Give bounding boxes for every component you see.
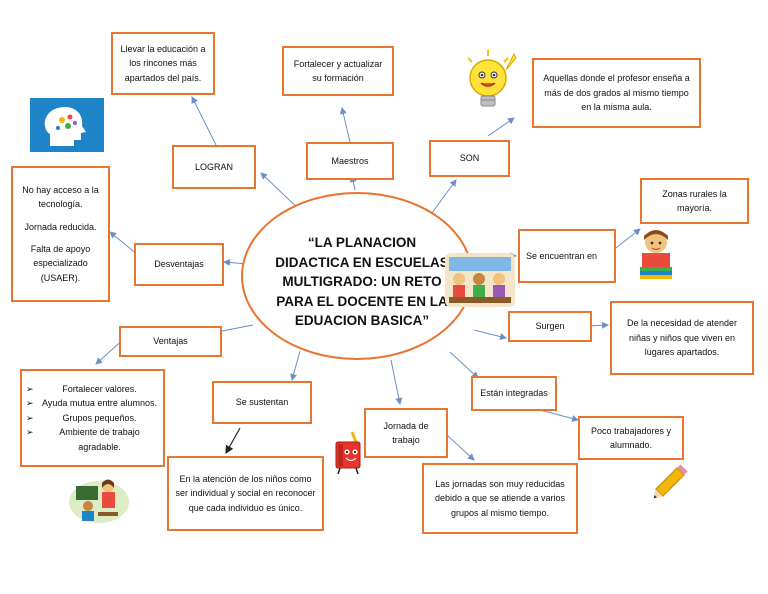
node-son-label: SON [459,153,480,164]
node-logran-label: LOGRAN [194,161,233,172]
desventajas-item: Jornada reducida. [24,221,97,232]
node-ventajas-detail: Fortalecer valores. Ayuda mutua entre al… [20,369,165,467]
node-integradas: Están integradas [471,376,557,411]
node-sustentan: Se sustentan [212,381,312,424]
head-gears-icon [30,98,104,152]
node-jornada-detail-text: Las jornadas son muy reducidas debido a … [434,478,566,518]
node-encuentran-label: Se encuentran en [526,250,598,261]
node-sustentan-detail: En la atención de los niños como ser ind… [167,456,324,531]
node-desventajas: Desventajas [134,243,224,286]
desventajas-item: Falta de apoyo especializado (USAER). [30,244,91,283]
central-topic-ellipse [241,192,473,360]
ventajas-item: Ayuda mutua entre alumnos. [26,396,157,411]
node-jornada-detail: Las jornadas son muy reducidas debido a … [422,463,578,534]
node-logran: LOGRAN [172,145,256,189]
pencil-icon [653,464,688,499]
node-maestros-label: Maestros [331,155,369,166]
teacher-student-icon [69,479,129,523]
node-desventajas-label: Desventajas [154,259,204,270]
node-ventajas-label: Ventajas [153,336,188,347]
node-surgen-detail: De la necesidad de atender niñas y niños… [610,301,754,375]
node-sustentan-label: Se sustentan [235,397,289,408]
node-sustentan-detail-text: En la atención de los niños como ser ind… [175,473,316,513]
central-topic-title: “LA PLANACION DIDACTICA EN ESCUELAS MULT… [275,235,449,329]
node-surgen: Surgen [508,311,592,342]
lightbulb-icon [467,50,517,107]
node-jornada: Jornada de trabajo [364,408,448,458]
node-ventajas: Ventajas [119,326,222,357]
node-maestros: Maestros [306,142,394,180]
node-son-detail: Aquellas donde el profesor enseña a más … [532,58,701,128]
node-logran-detail-text: Llevar la educación a los rincones más a… [120,43,206,83]
node-encuentran-detail: Zonas rurales la mayoría. [640,178,749,224]
node-encuentran: Se encuentran en [518,229,616,283]
reading-boy-icon [640,230,672,279]
node-surgen-detail-text: De la necesidad de atender niñas y niños… [626,318,738,358]
node-encuentran-detail-text: Zonas rurales la mayoría. [662,188,727,213]
book-character-icon [335,431,361,475]
node-integradas-detail: Poco trabajadores y alumnado. [578,416,684,460]
node-son-detail-text: Aquellas donde el profesor enseña a más … [543,73,690,113]
ventajas-item: Grupos pequeños. [26,411,157,426]
node-jornada-label: Jornada de trabajo [383,420,429,445]
node-integradas-label: Están integradas [480,388,548,399]
node-surgen-label: Surgen [535,321,565,332]
node-maestros-detail: Fortalecer y actualizar su formación [282,46,394,96]
node-desventajas-detail: No hay acceso a la tecnología. Jornada r… [11,166,110,302]
node-maestros-detail-text: Fortalecer y actualizar su formación [293,58,383,83]
ventajas-item: Ambiente de trabajo agradable. [26,425,157,454]
ventajas-item: Fortalecer valores. [26,382,157,397]
ventajas-list: Fortalecer valores. Ayuda mutua entre al… [26,382,157,454]
node-integradas-detail-text: Poco trabajadores y alumnado. [590,425,672,450]
node-son: SON [429,140,510,177]
children-classroom-icon [445,253,515,307]
node-logran-detail: Llevar la educación a los rincones más a… [111,32,215,95]
desventajas-item: No hay acceso a la tecnología. [22,184,99,210]
